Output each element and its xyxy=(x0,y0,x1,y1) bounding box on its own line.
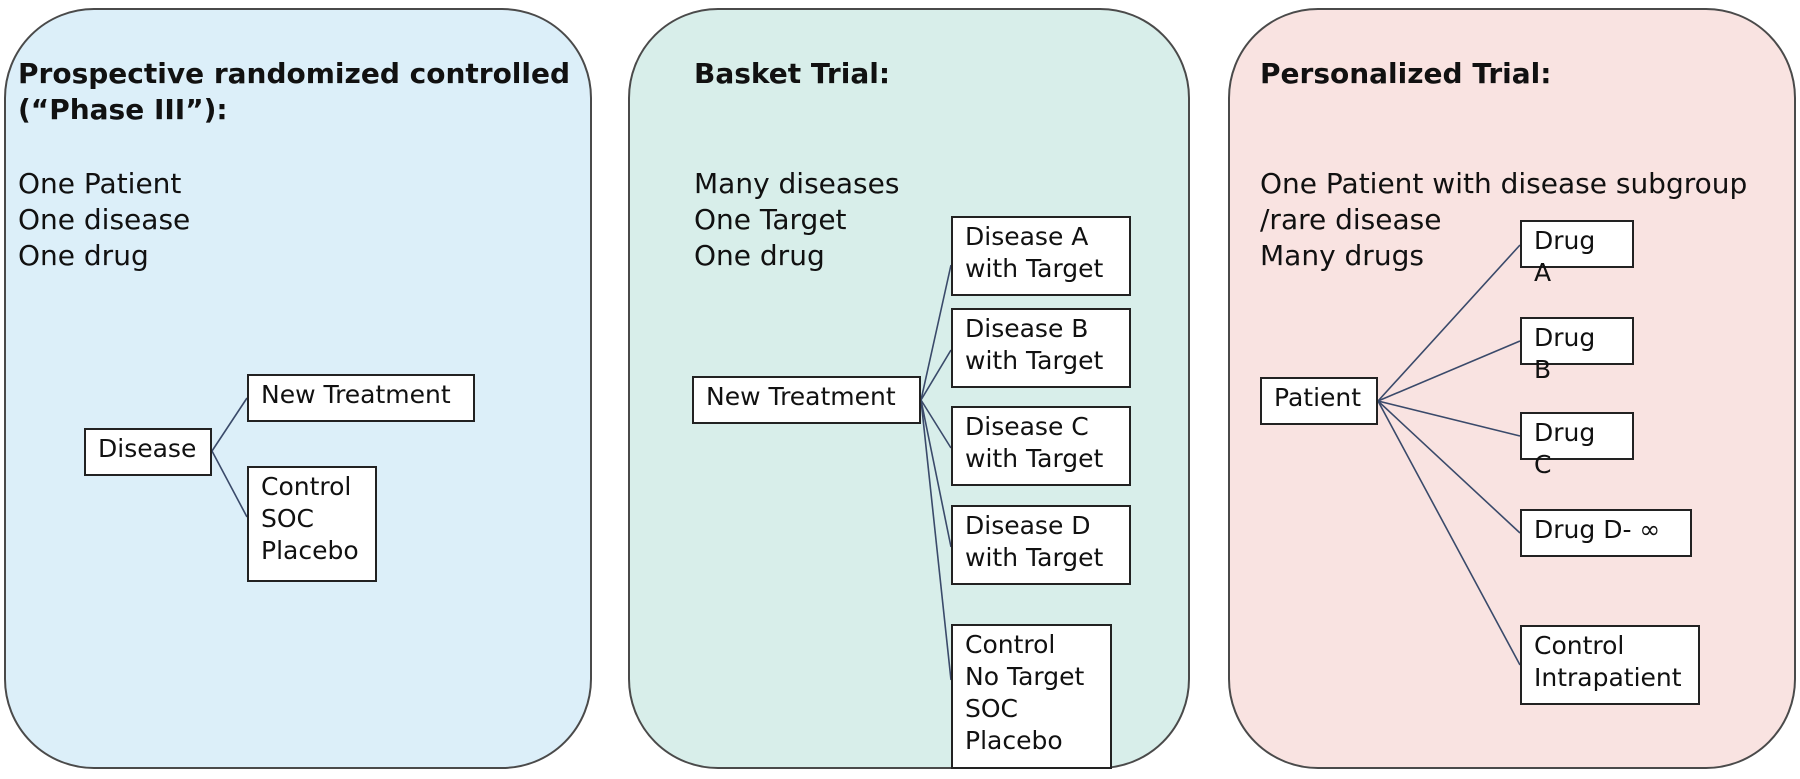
basket-trial-description: Many diseases One Target One drug xyxy=(694,167,900,272)
phase-iii-branch-new-treatment: New Treatment xyxy=(247,374,475,422)
basket-branch-disease-d: Disease D with Target xyxy=(951,505,1131,585)
phase-iii-branch-control: Control SOC Placebo xyxy=(247,466,377,582)
personalized-trial-description: One Patient with disease subgroup /rare … xyxy=(1260,167,1748,272)
basket-branch-disease-b: Disease B with Target xyxy=(951,308,1131,388)
basket-trial-title: Basket Trial: xyxy=(694,57,891,90)
personalized-branch-drug-c: Drug C xyxy=(1520,412,1634,479)
personalized-branch-control: Control Intrapatient xyxy=(1520,625,1700,705)
personalized-branch-drug-d: Drug D- ∞ xyxy=(1520,509,1692,557)
basket-branch-disease-a: Disease A with Target xyxy=(951,216,1131,296)
personalized-branch-drug-b: Drug B xyxy=(1520,317,1634,384)
basket-branch-control: Control No Target SOC Placebo xyxy=(951,624,1112,769)
basket-branch-disease-c: Disease C with Target xyxy=(951,406,1131,486)
personalized-branch-drug-a: Drug A xyxy=(1520,220,1634,287)
personalized-root-box: Patient xyxy=(1260,377,1378,425)
personalized-trial-title: Personalized Trial: xyxy=(1260,57,1552,90)
basket-root-box: New Treatment xyxy=(692,376,921,424)
phase-iii-description: One Patient One disease One drug xyxy=(18,167,191,272)
phase-iii-title: Prospective randomized controlled (“Phas… xyxy=(18,57,571,126)
phase-iii-root-box: Disease xyxy=(84,428,212,476)
